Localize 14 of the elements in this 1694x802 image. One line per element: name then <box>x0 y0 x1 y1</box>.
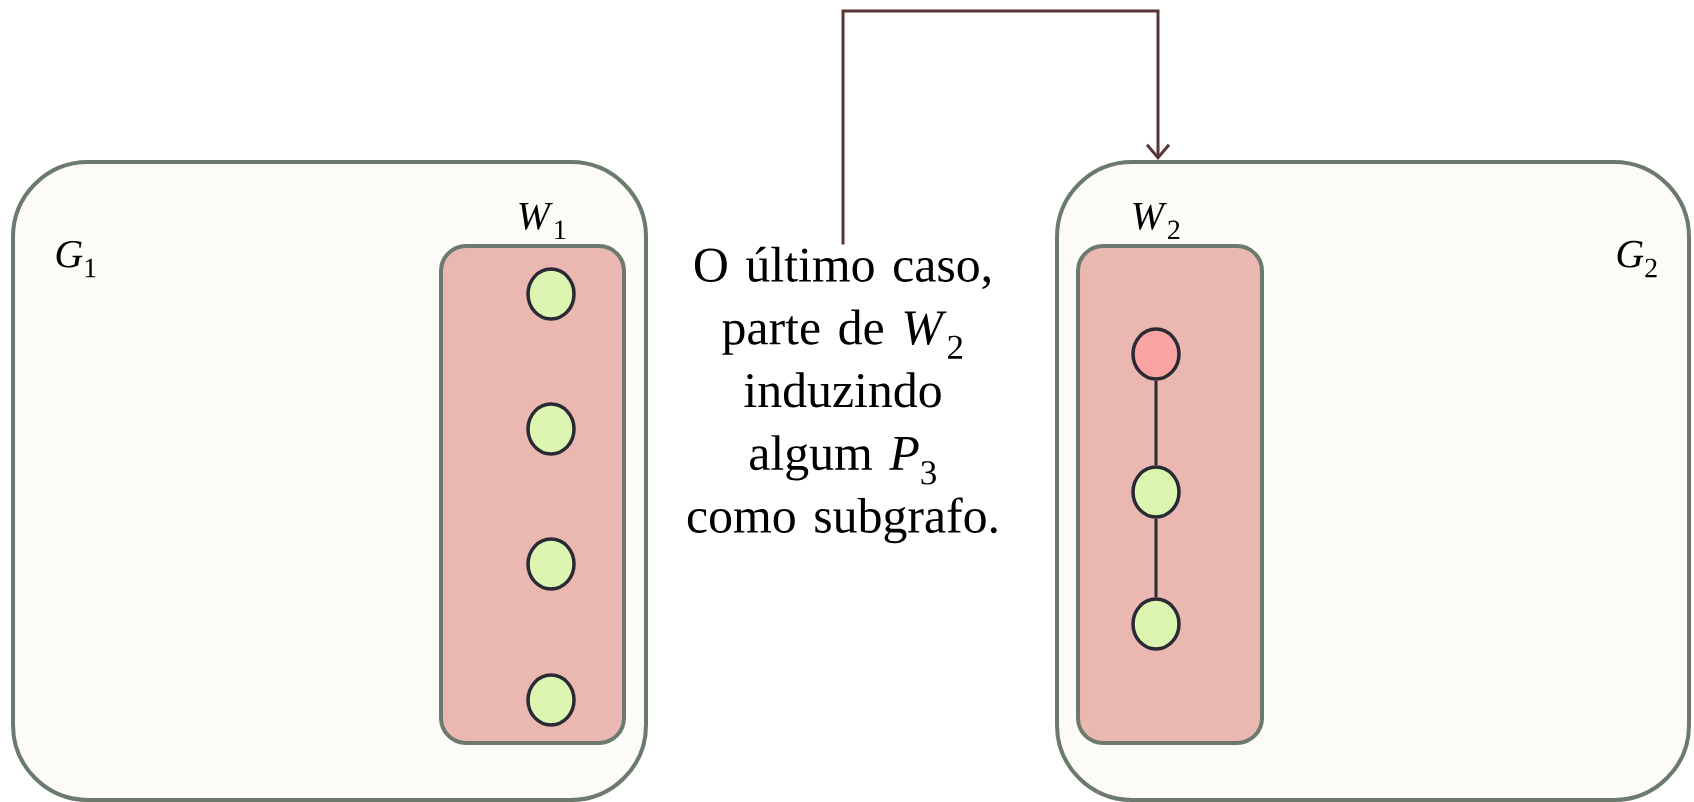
arrow <box>841 9 1171 245</box>
edge-line <box>1154 518 1158 598</box>
graph-label: G$_{2}$ <box>1617 240 1657 278</box>
vertex-ellipse <box>1131 327 1181 381</box>
vertex-ellipse <box>526 537 576 591</box>
graph-label: G$_{1}$ <box>56 240 96 278</box>
vertex-ellipse <box>1131 465 1181 519</box>
edge-line <box>1154 380 1158 466</box>
graph-label: W$_{2}$ <box>1133 203 1180 239</box>
vertex-ellipse <box>526 267 576 321</box>
vertex-ellipse <box>1131 597 1181 651</box>
vertex-ellipse <box>526 402 576 456</box>
caption-text: O último caso, parte de W$_{2}$ induzindo algum P$_{3}$ como subgrafo. <box>687 246 997 544</box>
graph-label: W$_{1}$ <box>519 203 566 239</box>
